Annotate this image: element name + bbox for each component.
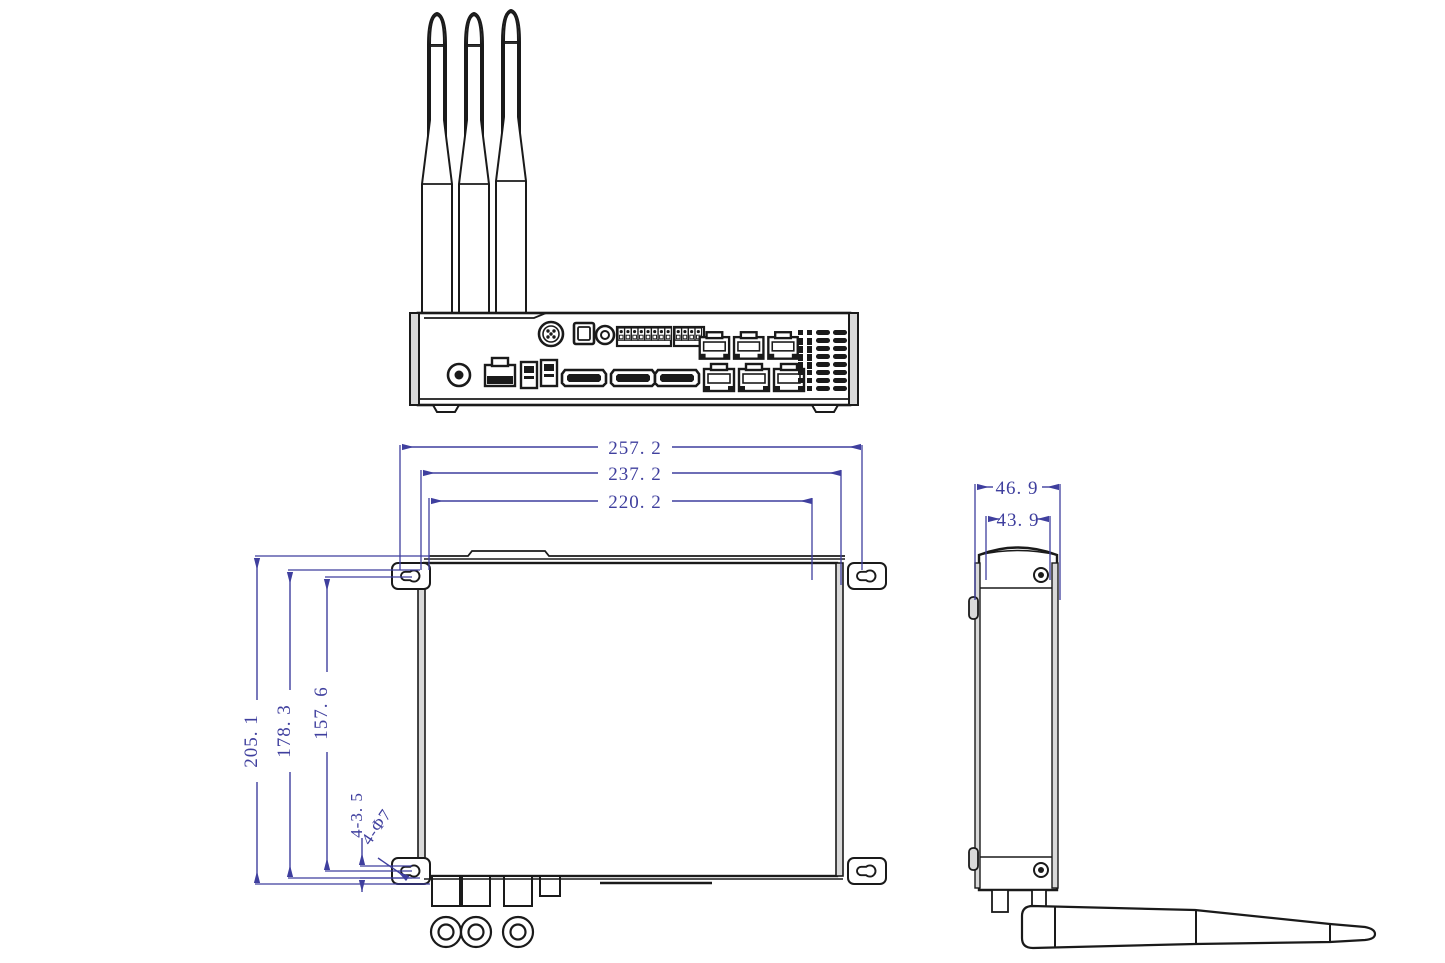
- top-plan-view: [391, 550, 887, 949]
- front-right-bracket: [848, 312, 859, 406]
- side-bottom-stub-1: [991, 889, 1009, 913]
- mount-bracket-top-right[interactable]: [847, 562, 887, 590]
- dim-178-3-label: 178. 3: [274, 704, 295, 758]
- front-io-view: [409, 8, 859, 413]
- hdmi-port-1[interactable]: [560, 368, 608, 388]
- foot-right: [810, 404, 840, 413]
- dim-43-9: 43. 9: [988, 510, 1049, 531]
- mount-bracket-top-left[interactable]: [391, 562, 431, 590]
- top-edge-strip: [429, 550, 845, 557]
- top-right-rail: [835, 562, 844, 877]
- front-left-bracket: [409, 312, 420, 406]
- side-screw-top: [1033, 567, 1049, 583]
- rj45-port-top-1[interactable]: [698, 331, 731, 360]
- side-tab-bottom: [968, 847, 979, 871]
- rj45-port-bottom-2[interactable]: [737, 362, 771, 393]
- dim-205-1: 205. 1: [241, 558, 262, 883]
- antenna-connector-3[interactable]: [501, 875, 535, 949]
- folded-antenna: [1020, 904, 1377, 950]
- dim-237-2: 237. 2: [423, 464, 841, 485]
- side-right-rail: [1051, 562, 1059, 889]
- dim-46-9: 46. 9: [977, 478, 1059, 499]
- hdmi-port-3[interactable]: [653, 368, 701, 388]
- dim-237-2-label: 237. 2: [608, 464, 662, 485]
- rj45-port-top-2[interactable]: [732, 331, 765, 360]
- dimension-group-horizontal: 257. 2 237. 2 220. 2: [399, 438, 863, 585]
- top-left-rail: [417, 562, 426, 877]
- dimension-group-side: 46. 9 43. 9: [974, 478, 1061, 600]
- terminal-block-8pin[interactable]: [615, 325, 673, 348]
- rj45-port-bottom-1[interactable]: [702, 362, 736, 393]
- rj45-port-bottom-lan[interactable]: [483, 356, 517, 388]
- dim-43-9-label: 43. 9: [997, 510, 1040, 531]
- circular-gx16-connector[interactable]: [537, 320, 565, 348]
- dim-4-3-5-label: 4-3. 5: [347, 792, 366, 838]
- dim-220-2: 220. 2: [431, 492, 812, 513]
- dim-257-2-label: 257. 2: [608, 438, 662, 459]
- dim-157-6: 157. 6: [311, 579, 332, 870]
- audio-jack[interactable]: [594, 324, 616, 346]
- dim-205-1-label: 205. 1: [241, 714, 262, 768]
- mount-bracket-bottom-right[interactable]: [847, 857, 887, 885]
- usb-port-2[interactable]: [539, 358, 559, 388]
- dim-257-2: 257. 2: [402, 438, 861, 459]
- dim-4-3-5: 4-3. 5: [347, 792, 366, 892]
- side-body-outline: [977, 546, 1059, 892]
- side-tab-top: [968, 596, 979, 620]
- hdmi-port-2[interactable]: [609, 368, 657, 388]
- bottom-small-port: [539, 875, 561, 897]
- optical-spdif-port[interactable]: [572, 321, 596, 346]
- dim-157-6-label: 157. 6: [311, 686, 332, 740]
- foot-left: [431, 404, 461, 413]
- side-elevation-view: [968, 546, 1377, 950]
- antenna-connector-2[interactable]: [459, 875, 493, 949]
- top-body-outline: [422, 561, 839, 878]
- rj45-port-top-3[interactable]: [767, 331, 799, 360]
- dc-power-jack[interactable]: [446, 362, 472, 388]
- antenna-connector-1[interactable]: [429, 875, 463, 949]
- dim-220-2-label: 220. 2: [608, 492, 662, 513]
- side-left-rail: [974, 562, 981, 889]
- side-screw-bottom: [1033, 862, 1049, 878]
- usb-port-1[interactable]: [519, 360, 539, 390]
- dim-178-3: 178. 3: [274, 572, 295, 877]
- dim-46-9-label: 46. 9: [996, 478, 1039, 499]
- dimension-group-vertical: 205. 1 178. 3 157. 6 4-3. 5 4-Φ7: [241, 555, 430, 892]
